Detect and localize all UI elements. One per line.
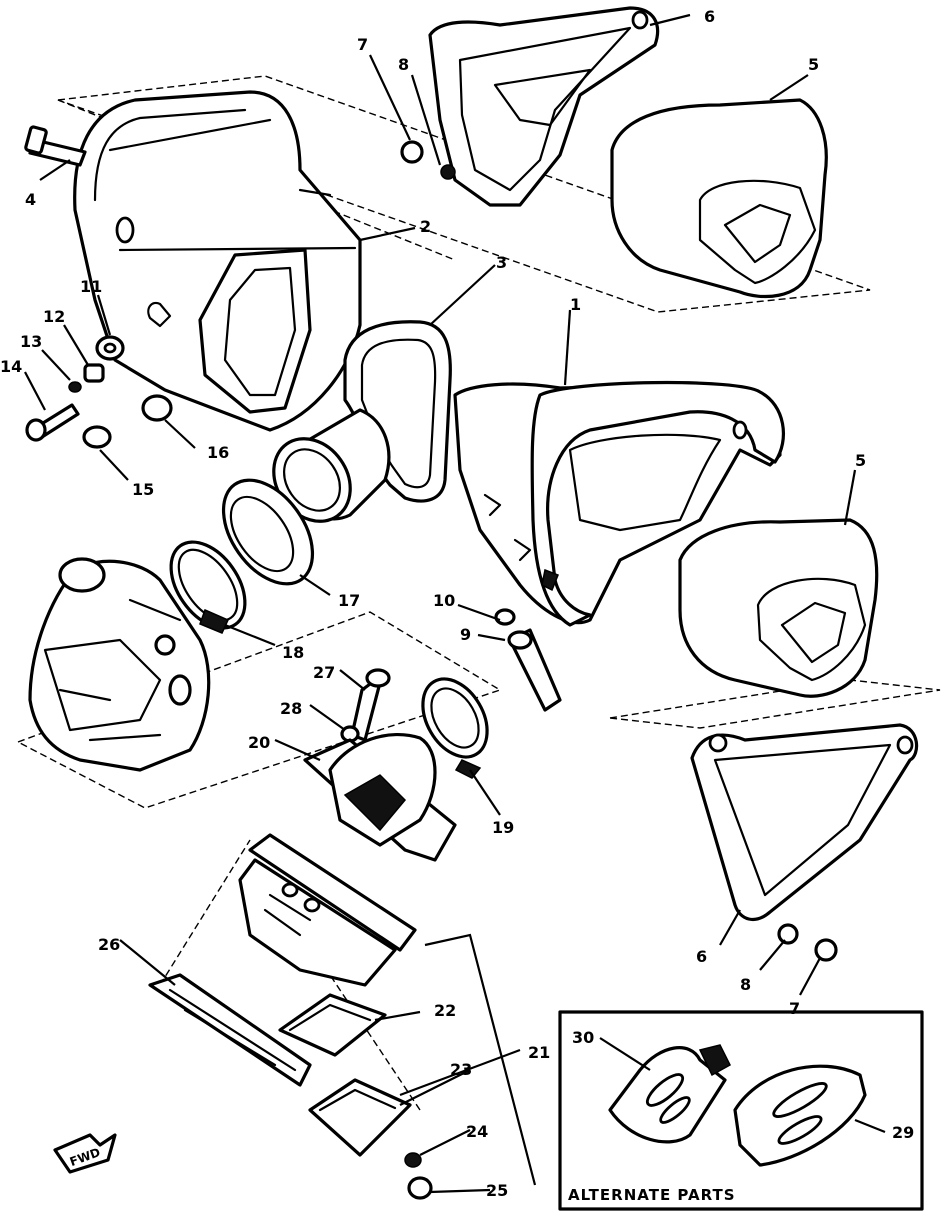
intake-duct <box>272 408 391 523</box>
intake-manifold <box>303 733 457 862</box>
callout-22: 22 <box>434 1001 456 1020</box>
callout-5-top: 5 <box>808 55 819 74</box>
callout-5-mid: 5 <box>855 451 866 470</box>
callout-2: 2 <box>420 217 431 236</box>
filter-guide-lower <box>690 723 919 922</box>
alternate-parts-title: ALTERNATE PARTS <box>568 1186 736 1204</box>
callout-25: 25 <box>486 1181 508 1200</box>
callout-3: 3 <box>496 253 507 272</box>
callout-19: 19 <box>492 818 514 837</box>
callout-7-top: 7 <box>357 35 368 54</box>
air-box-main <box>453 380 785 627</box>
reed-gasket <box>148 973 312 1087</box>
alternate-parts-box <box>558 1010 924 1211</box>
callout-11: 11 <box>80 277 102 296</box>
callout-10: 10 <box>433 591 455 610</box>
callout-30: 30 <box>572 1028 594 1047</box>
carburetor <box>28 557 211 772</box>
callout-1: 1 <box>570 295 581 314</box>
callout-27: 27 <box>313 663 335 682</box>
hose-clamp <box>169 540 247 634</box>
callout-18: 18 <box>282 643 304 662</box>
forward-direction-arrow: FWD <box>53 1133 117 1174</box>
air-filter-element-upper <box>610 98 828 299</box>
callout-28: 28 <box>280 699 302 718</box>
callout-16: 16 <box>207 443 229 462</box>
fasteners <box>24 125 838 962</box>
filter-guide-upper <box>428 6 660 207</box>
callout-15: 15 <box>132 480 154 499</box>
callout-6-top: 6 <box>704 7 715 26</box>
callout-13: 13 <box>20 332 42 351</box>
callout-8-lower: 8 <box>740 975 751 994</box>
callout-29: 29 <box>892 1123 914 1142</box>
air-filter-element-lower <box>678 518 879 698</box>
leader-lines <box>24 13 886 1194</box>
callout-12: 12 <box>43 307 65 326</box>
intake-clamp <box>421 677 489 779</box>
callout-23: 23 <box>450 1060 472 1079</box>
air-box-cover-rear <box>73 90 362 432</box>
callout-26: 26 <box>98 935 120 954</box>
callout-4: 4 <box>25 190 36 209</box>
callout-6-lower: 6 <box>696 947 707 966</box>
callout-labels: 7 8 6 5 4 2 3 1 11 12 13 14 16 15 5 17 1… <box>0 7 914 1204</box>
reed-valve-assembly <box>238 833 417 987</box>
callout-7-lower: 7 <box>789 999 800 1018</box>
callout-8-top: 8 <box>398 55 409 74</box>
callout-24: 24 <box>466 1122 488 1141</box>
reed-petals <box>278 993 433 1200</box>
joint-ring <box>221 478 315 586</box>
callout-14: 14 <box>0 357 22 376</box>
callout-21: 21 <box>528 1043 550 1062</box>
callout-20: 20 <box>248 733 270 752</box>
callout-17: 17 <box>338 591 360 610</box>
callout-9: 9 <box>460 625 471 644</box>
